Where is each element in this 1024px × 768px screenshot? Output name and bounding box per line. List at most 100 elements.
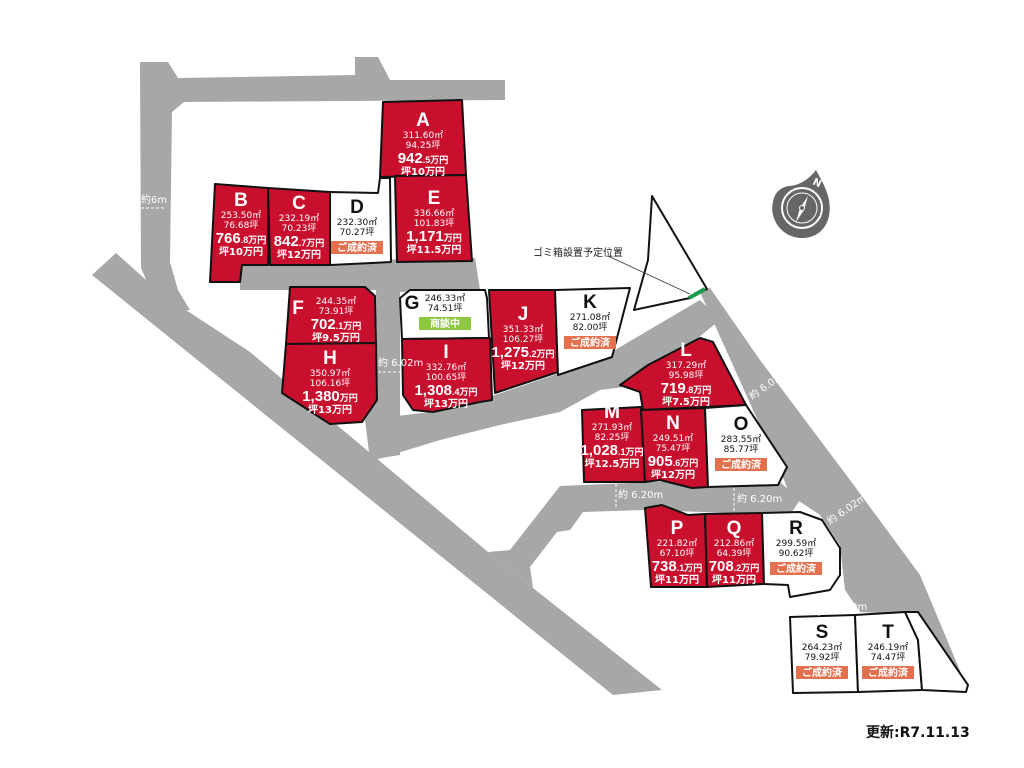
lot-area: 283.55㎡ [721, 434, 762, 445]
lot-price: 1,380万円 [302, 388, 358, 405]
lot-area: 271.93㎡ [592, 422, 633, 433]
lot-area: 232.19㎡ [279, 213, 320, 224]
lot-letter: P [671, 518, 684, 539]
lot-unit-price: 坪13万円 [424, 397, 468, 410]
road-right-diagonal [700, 288, 968, 690]
lot-letter: C [292, 193, 306, 214]
road-label: 約 6.20m [618, 488, 663, 501]
lot-letter: N [666, 413, 680, 434]
roads [92, 57, 968, 695]
lot-letter: A [416, 110, 430, 131]
lot-letter: Q [727, 518, 742, 539]
lot-tsubo: 85.77坪 [724, 444, 759, 455]
lot-tsubo: 74.51坪 [428, 303, 463, 314]
sold-badge [564, 336, 616, 349]
lot-price-fraction: .6万円 [673, 458, 699, 468]
lot-area: 246.19㎡ [868, 642, 909, 653]
lot-letter: L [680, 340, 692, 361]
lot-area: 351.33㎡ [503, 324, 544, 335]
lot-area: 317.29㎡ [666, 360, 707, 371]
lot-e[interactable] [394, 174, 473, 263]
status-badge-text: ご成約済 [570, 336, 611, 349]
status-badge-text: ご成約済 [868, 666, 909, 679]
status-badge-text: ご成約済 [721, 458, 762, 471]
road-main-diagonal [92, 253, 662, 695]
update-date: 更新:R7.11.13 [866, 725, 970, 741]
lot-price: 1,308.4万円 [414, 382, 477, 399]
lot-letter: G [405, 293, 420, 314]
lot-tsubo: 79.92坪 [805, 652, 840, 663]
lot-tsubo: 95.98坪 [669, 370, 704, 381]
lot-letter: O [734, 414, 749, 435]
lot-area: 249.51㎡ [653, 433, 694, 444]
lot-area: 244.35㎡ [316, 296, 357, 307]
lot-area: 299.59㎡ [776, 538, 817, 549]
sold-badge [331, 241, 383, 254]
lot-unit-price: 坪12万円 [651, 468, 695, 481]
lot-price-fraction: .8万円 [686, 385, 712, 395]
negotiating-badge [419, 317, 471, 330]
lot-l[interactable] [619, 337, 747, 411]
status-badge-text: ご成約済 [337, 241, 378, 254]
lot-letter: B [234, 190, 248, 211]
trash-label: ゴミ箱設置予定位置 [533, 246, 623, 259]
lot-unit-price: 坪11.5万円 [407, 243, 462, 256]
lot-f[interactable] [285, 286, 377, 345]
lot-price-fraction: .2万円 [734, 563, 760, 573]
lot-price-fraction: .1万円 [618, 447, 644, 457]
lot-price: 702.1万円 [311, 316, 362, 333]
lot-price: 708.2万円 [709, 558, 760, 575]
lot-tsubo: 73.91坪 [319, 306, 354, 317]
lot-area: 271.08㎡ [570, 312, 611, 323]
road-branch [488, 480, 800, 588]
status-badge-text: 商談中 [430, 317, 460, 330]
lot-unit-price: 坪13万円 [308, 403, 352, 416]
lot-unit-price: 坪10万円 [219, 245, 263, 258]
lot-price-fraction: .2万円 [529, 349, 555, 359]
lot-area: 336.66㎡ [414, 208, 455, 219]
lot-price-fraction: .7万円 [299, 238, 325, 248]
sold-badge [862, 666, 914, 679]
lot-i[interactable] [401, 337, 493, 413]
lot-unit-price: 坪9.5万円 [312, 331, 360, 344]
lot-tsubo: 106.16坪 [310, 378, 351, 389]
lot-letter: S [816, 622, 829, 643]
road-left-vertical [140, 62, 190, 312]
road-label: 約 4.79m [822, 600, 867, 613]
lot-unit-price: 坪12万円 [501, 359, 545, 372]
lot-letter: T [882, 622, 894, 643]
lot-price-fraction: .8万円 [241, 235, 267, 245]
lot-price-fraction: .4万円 [452, 387, 478, 397]
road-label: 約6m [141, 193, 167, 206]
status-badge-text: ご成約済 [802, 666, 843, 679]
lot-unit-price: 坪11万円 [655, 573, 699, 586]
lots [209, 99, 923, 694]
lot-h[interactable] [281, 342, 378, 425]
lot-price: 905.6万円 [648, 453, 699, 470]
lot-price-fraction: 万円 [339, 393, 358, 403]
lot-k[interactable] [554, 287, 631, 376]
lot-tsubo: 106.27坪 [503, 334, 544, 345]
lot-tsubo: 101.83坪 [414, 218, 455, 229]
lot-area: 311.60㎡ [403, 130, 444, 141]
lot-tsubo: 100.65坪 [426, 372, 467, 383]
lot-area: 332.76㎡ [426, 362, 467, 373]
lot-tsubo: 74.47坪 [871, 652, 906, 663]
lot-price: 766.8万円 [216, 230, 267, 247]
lot-letter: E [428, 188, 441, 209]
road-bcde-front [240, 258, 480, 460]
lot-r[interactable] [761, 511, 841, 598]
status-badge-text: ご成約済 [776, 562, 817, 575]
lot-price-fraction: .1万円 [677, 563, 703, 573]
